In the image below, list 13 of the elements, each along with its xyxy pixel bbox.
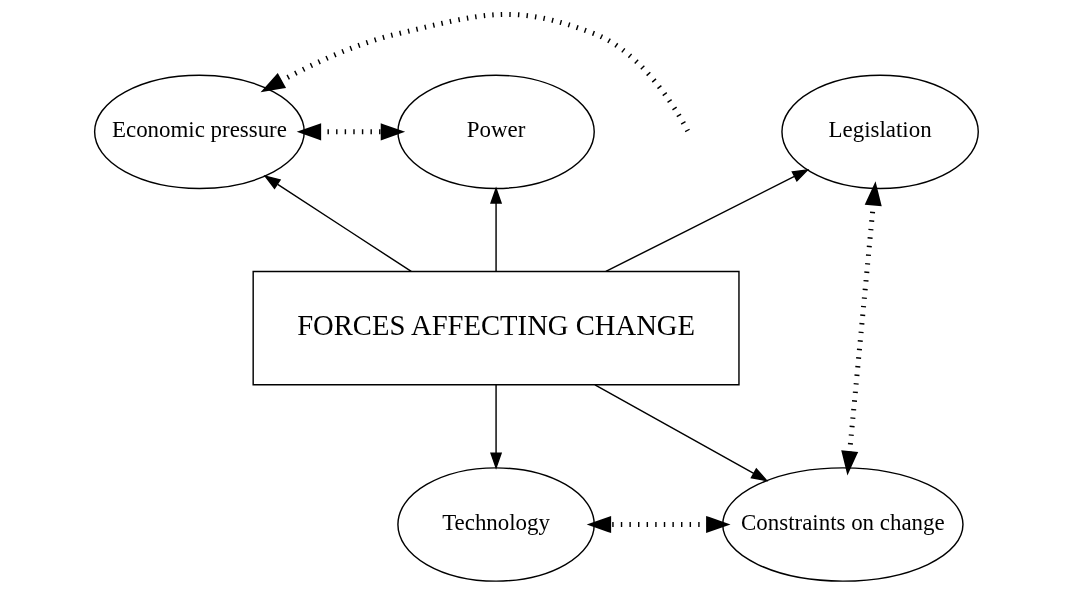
arrow	[262, 175, 412, 273]
arrow	[489, 186, 502, 273]
arrow	[586, 515, 731, 534]
arrow	[593, 384, 768, 482]
arrow	[604, 168, 809, 273]
arrow	[296, 123, 405, 141]
arrow	[489, 384, 502, 470]
node-ellipse: Power	[396, 74, 595, 190]
arrow	[260, 11, 690, 133]
arrow	[840, 181, 882, 476]
node-box: FORCES AFFECTING CHANGE	[251, 270, 740, 386]
node-ellipse: Technology	[396, 467, 595, 582]
node-ellipse: Legislation	[780, 74, 979, 190]
